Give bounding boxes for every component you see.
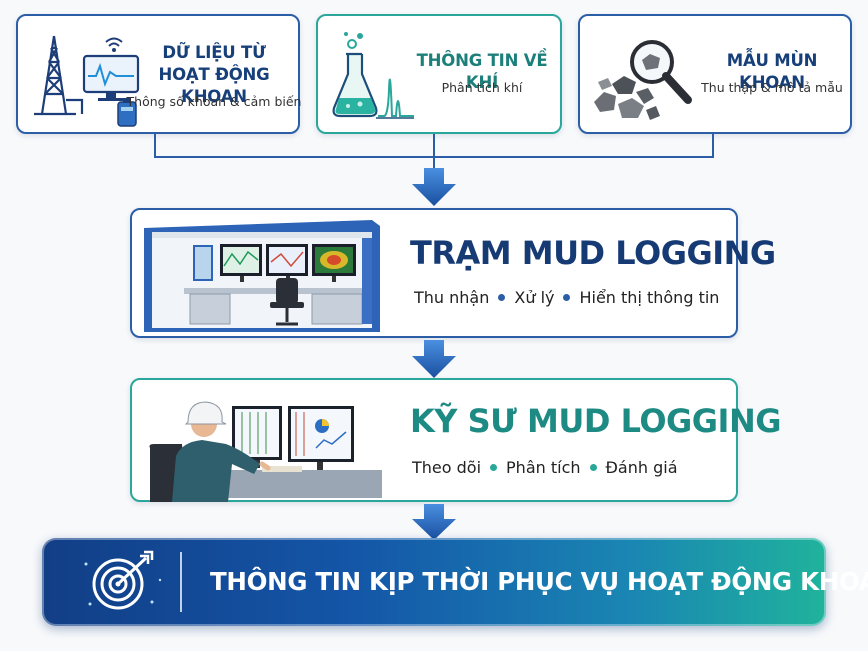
step-label: Thu nhận [414, 288, 490, 307]
step-label: Đánh giá [605, 458, 678, 477]
step-label: Theo dõi [412, 458, 482, 477]
input-card-drilling-data: DỮ LIỆU TỪ HOẠT ĐỘNG KHOAN Thông số khoa… [16, 14, 302, 134]
down-arrow-icon [412, 168, 456, 206]
result-title: THÔNG TIN KỊP THỜI PHỤC VỤ HOẠT ĐỘNG KHO… [210, 567, 868, 596]
input-card-cuttings: MẪU MÙN KHOAN Thu thập & mô tả mẫu [578, 14, 852, 134]
bullet-dot [589, 464, 597, 471]
mud-logging-cabin-icon [144, 220, 380, 332]
connector-line [433, 134, 435, 174]
bullet-dot [563, 294, 571, 301]
station-title: TRẠM MUD LOGGING [410, 234, 776, 272]
rock-cuttings-magnifier-icon [594, 40, 692, 120]
input-card-gas-info: THÔNG TIN VỀ KHÍ Phân tích khí [316, 14, 562, 134]
connector-line [712, 134, 714, 158]
card-title: THÔNG TIN VỀ KHÍ [416, 51, 548, 92]
mud-logging-station-card: TRẠM MUD LOGGING Thu nhận Xử lý Hiển thị t… [130, 208, 776, 338]
card-subtitle: Thu thập & mô tả mẫu [701, 80, 843, 95]
connector-line [154, 134, 156, 158]
card-subtitle: Thông số khoan & cảm biến [126, 94, 302, 109]
card-title: MẪU MÙN KHOAN [726, 51, 818, 92]
engineer-title: KỸ SƯ MUD LOGGING [410, 402, 782, 440]
flask-gas-chart-icon [332, 32, 414, 119]
connector-line [154, 156, 714, 158]
bullet-dot [490, 464, 498, 471]
result-banner: THÔNG TIN KỊP THỜI PHỤC VỤ HOẠT ĐỘNG KHO… [42, 538, 868, 626]
engineer-steps: Theo dõi Phân tích Đánh giá [412, 458, 678, 477]
card-subtitle: Phân tích khí [441, 80, 523, 95]
step-label: Xử lý [514, 288, 555, 307]
target-icon [84, 550, 162, 610]
step-label: Hiển thị thông tin [579, 288, 720, 307]
down-arrow-icon [412, 340, 456, 378]
station-steps: Thu nhận Xử lý Hiển thị thông tin [414, 288, 719, 307]
card-title-line1: DỮ LIỆU TỪ [162, 43, 266, 62]
card-title-line2: HOẠT ĐỘNG KHOAN [158, 65, 270, 106]
mud-logging-engineer-card: KỸ SƯ MUD LOGGING Theo dõi Phân tích Đánh … [130, 378, 782, 502]
down-arrow-icon [412, 504, 456, 540]
step-label: Phân tích [506, 458, 581, 477]
engineer-at-monitors-icon [149, 401, 382, 502]
banner-divider [180, 552, 182, 612]
bullet-dot [498, 294, 506, 301]
drilling-rig-icon [34, 35, 140, 127]
